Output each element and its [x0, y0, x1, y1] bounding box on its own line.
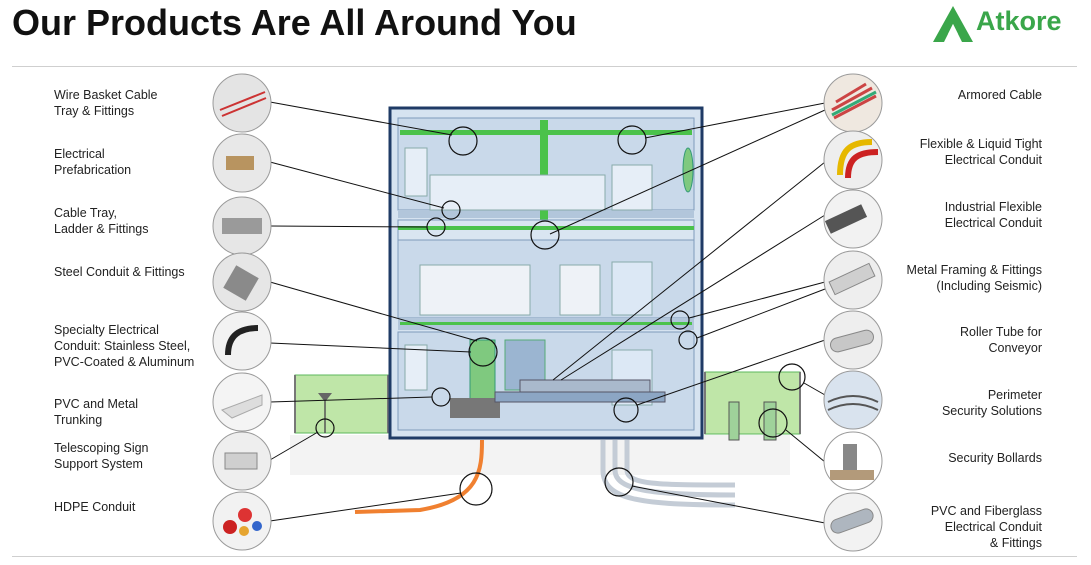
left-fence	[294, 374, 391, 434]
callout-circles	[315, 125, 806, 506]
label-cable-tray-ladder: Cable Tray, Ladder & Fittings	[54, 206, 149, 236]
label-armored-cable: Armored Cable	[957, 88, 1042, 102]
label-wire-basket-cable-tray: Wire Basket Cable Tray & Fittings	[54, 88, 158, 118]
label-pvc-fiberglass-conduit: PVC and Fiberglass Electrical Conduit & …	[930, 504, 1042, 550]
label-roller-tube: Roller Tube for Conveyor	[960, 325, 1042, 355]
label-industrial-flexible-conduit: Industrial Flexible Electrical Conduit	[944, 200, 1042, 230]
top-divider	[12, 66, 1077, 67]
label-electrical-prefabrication: Electrical Prefabrication	[54, 147, 132, 177]
brand-name: Atkore	[976, 6, 1062, 36]
label-flexible-liquid-tight-conduit: Flexible & Liquid Tight Electrical Condu…	[919, 137, 1042, 167]
ground-gravel	[290, 435, 790, 475]
right-fence	[704, 371, 801, 441]
specialty-conduit-icon	[212, 311, 272, 371]
product-thumbnails-left	[212, 73, 272, 551]
right-thumbnail-art	[824, 82, 879, 534]
underground-conduits	[600, 440, 736, 508]
bottom-divider	[12, 556, 1077, 557]
hdpe-conduit-line	[354, 439, 484, 514]
label-metal-framing: Metal Framing & Fittings (Including Seis…	[906, 263, 1042, 293]
leader-lines	[269, 101, 826, 524]
wire-basket-icon	[212, 73, 272, 133]
left-thumbnail-art	[219, 91, 267, 536]
label-perimeter-security: Perimeter Security Solutions	[941, 388, 1042, 418]
perimeter-security-icon	[823, 370, 883, 430]
label-security-bollards: Security Bollards	[948, 451, 1042, 465]
page-title: Our Products Are All Around You	[12, 2, 577, 43]
label-hdpe-conduit: HDPE Conduit	[54, 500, 136, 514]
label-pvc-metal-trunking: PVC and Metal Trunking	[54, 397, 139, 427]
label-steel-conduit: Steel Conduit & Fittings	[54, 265, 185, 279]
atkore-logo-icon	[933, 6, 973, 42]
label-specialty-conduit: Specialty Electrical Conduit: Stainless …	[54, 323, 195, 369]
label-telescoping-sign-support: Telescoping Sign Support System	[54, 441, 149, 471]
